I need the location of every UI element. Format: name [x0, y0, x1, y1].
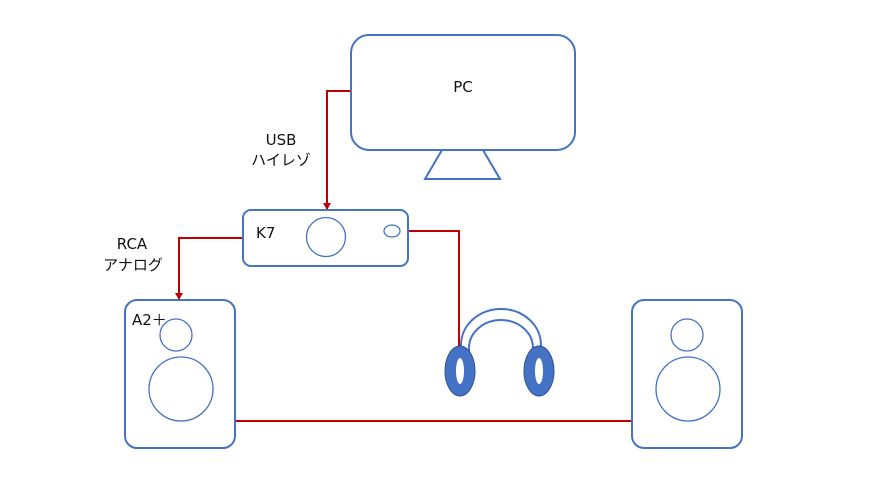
volume-knob: [305, 216, 347, 258]
analog-label: アナログ: [103, 256, 163, 274]
headphone-cable: [400, 230, 460, 352]
rca-label: RCA: [117, 235, 148, 253]
pc-monitor: PC: [350, 34, 576, 180]
right-speaker: [631, 299, 743, 449]
headphones-icon: [444, 308, 555, 397]
left-speaker: A2＋: [124, 299, 236, 449]
headphone-jack: [383, 224, 401, 238]
k7-label: K7: [256, 224, 275, 242]
usb-cable: [323, 90, 351, 210]
tweeter: [159, 318, 193, 352]
tweeter: [670, 318, 704, 352]
usb-label: USB: [266, 131, 297, 149]
woofer: [148, 356, 214, 422]
rca-cable: [175, 237, 243, 300]
hires-label: ハイレゾ: [251, 151, 311, 169]
woofer: [655, 356, 721, 422]
pc-label: PC: [453, 78, 473, 96]
k7-amp: K7: [242, 209, 409, 267]
speaker-label: A2＋: [132, 311, 167, 329]
monitor-stand: [423, 149, 502, 180]
